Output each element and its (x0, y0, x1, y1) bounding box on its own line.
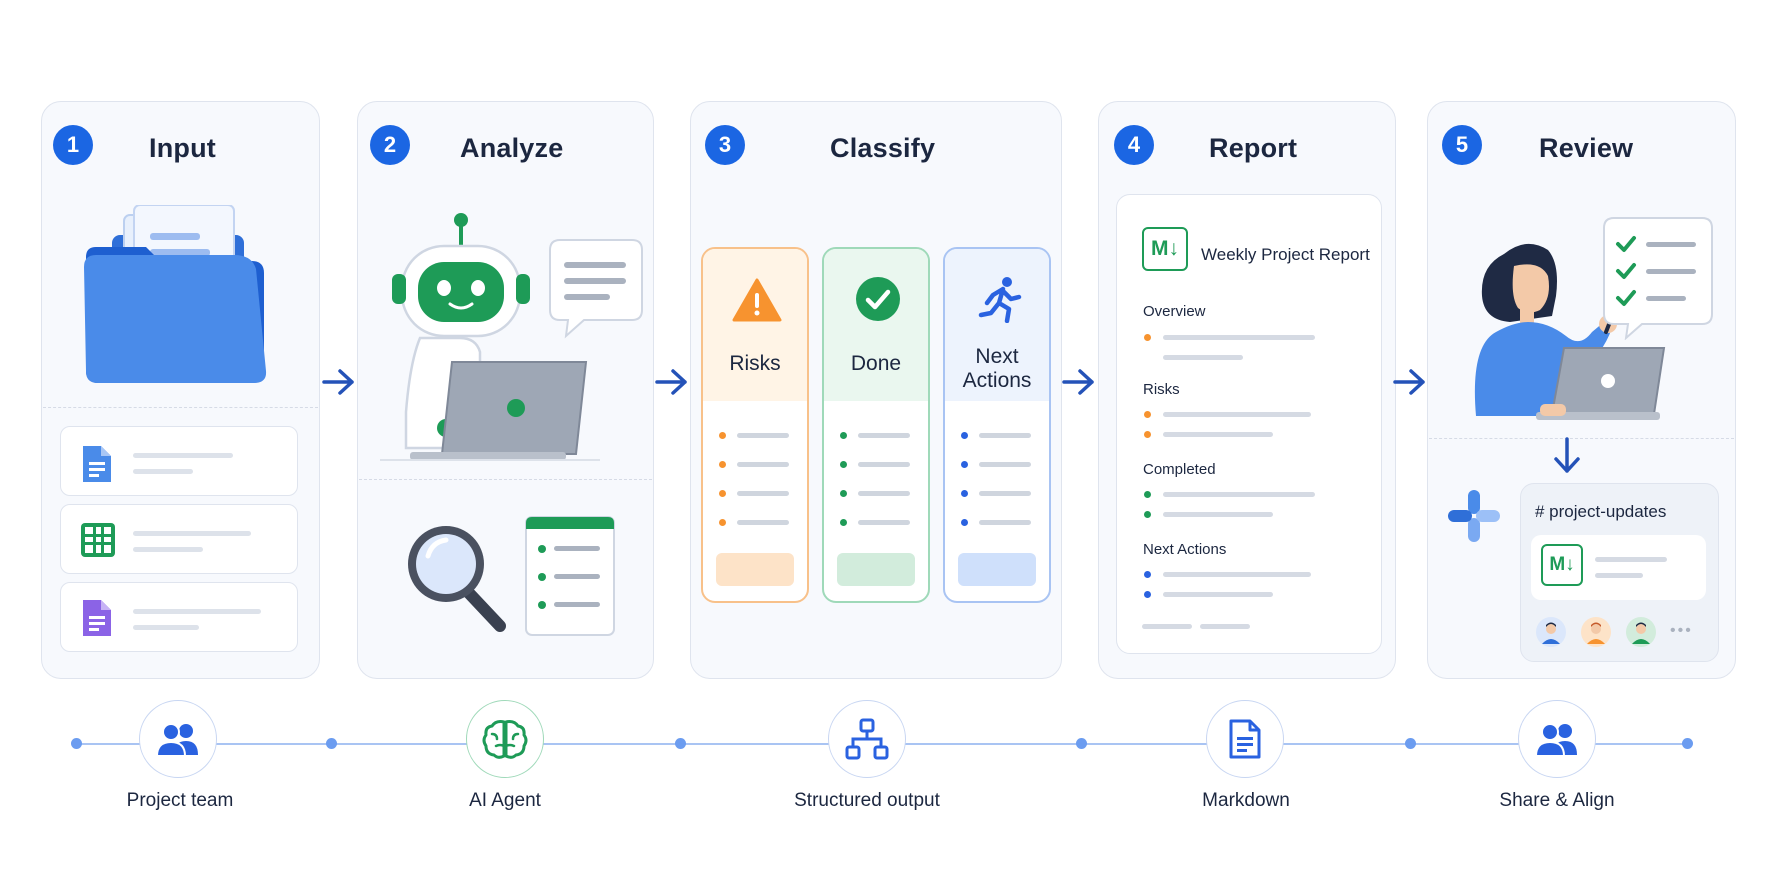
timeline-node-ai-agent (466, 700, 544, 778)
panel-divider (359, 479, 652, 480)
checklist-bubble-icon (1603, 217, 1713, 340)
warning-icon (732, 278, 782, 322)
reviewer-with-laptop-icon (1474, 243, 1666, 420)
timeline-node-structured-output (828, 700, 906, 778)
timeline-node-project-team (139, 700, 217, 778)
step-title: Review (1539, 133, 1634, 163)
running-person-icon (978, 277, 1022, 323)
channel-name: # project-updates (1535, 502, 1667, 521)
doc-file-icon (83, 446, 111, 482)
done-label: Done (850, 352, 902, 375)
markdown-badge: M↓ (1541, 544, 1583, 586)
magnifying-glass-icon (408, 526, 506, 632)
brain-icon (482, 720, 528, 759)
arrow-down-icon (1554, 437, 1580, 473)
report-section-next-actions: Next Actions (1143, 541, 1227, 558)
hierarchy-icon (845, 718, 889, 760)
more-members-indicator[interactable]: ••• (1670, 622, 1693, 639)
timeline-dot (675, 738, 686, 749)
timeline-dot (1076, 738, 1087, 749)
report-section-risks: Risks (1143, 381, 1180, 398)
timeline-node-markdown (1206, 700, 1284, 778)
next-actions-label-line2: Actions (962, 369, 1032, 392)
timeline-label: AI Agent (469, 790, 541, 811)
step-title: Analyze (460, 133, 564, 163)
flow-arrow-icon (322, 369, 354, 395)
next-actions-column: Next Actions (943, 247, 1051, 603)
risks-label: Risks (729, 352, 781, 375)
timeline-dot (326, 738, 337, 749)
panel-divider (1429, 438, 1734, 439)
flow-arrow-icon (1393, 369, 1425, 395)
panel-divider (43, 407, 318, 408)
timeline-node-share-align (1518, 700, 1596, 778)
timeline-dot (1405, 738, 1416, 749)
report-section-overview: Overview (1143, 303, 1206, 320)
step-number-badge: 4 (1114, 125, 1154, 165)
timeline-dot (71, 738, 82, 749)
timeline-dot (1682, 738, 1693, 749)
timeline-label: Markdown (1202, 790, 1290, 811)
avatar (1626, 617, 1656, 647)
step-title: Input (149, 133, 216, 163)
step-number-badge: 2 (370, 125, 410, 165)
purple-file-icon (83, 600, 111, 636)
speech-bubble-icon (549, 239, 643, 339)
robot-with-laptop-icon (380, 213, 600, 461)
next-actions-label-line1: Next (975, 345, 1019, 368)
google-docs-file-card[interactable] (60, 426, 298, 496)
flow-arrow-icon (1062, 369, 1094, 395)
step-number-badge: 5 (1442, 125, 1482, 165)
slack-logo-icon (1448, 490, 1500, 542)
step-title: Report (1209, 133, 1298, 163)
timeline-label: Structured output (794, 790, 940, 811)
people-icon (1535, 723, 1577, 757)
risks-column: Risks (701, 247, 809, 603)
markdown-badge: M↓ (1142, 227, 1188, 271)
timeline-label: Project team (126, 790, 234, 811)
spreadsheet-icon (81, 523, 115, 557)
folder-icon (84, 205, 267, 383)
step-number-badge: 1 (53, 125, 93, 165)
people-icon (156, 723, 198, 757)
done-column: Done (822, 247, 930, 603)
avatar (1581, 617, 1611, 647)
next-actions-label: Next Actions (945, 345, 1049, 393)
report-title: Weekly Project Report (1201, 245, 1370, 264)
google-sheets-file-card[interactable] (60, 504, 298, 574)
avatar (1536, 617, 1566, 647)
checklist-sheet-icon (525, 516, 615, 636)
report-section-completed: Completed (1143, 461, 1216, 478)
presentation-file-card[interactable] (60, 582, 298, 652)
timeline-label: Share & Align (1499, 790, 1615, 811)
document-icon (1229, 719, 1261, 759)
check-circle-icon (856, 277, 900, 321)
flow-arrow-icon (655, 369, 687, 395)
step-title: Classify (830, 133, 936, 163)
step-number-badge: 3 (705, 125, 745, 165)
